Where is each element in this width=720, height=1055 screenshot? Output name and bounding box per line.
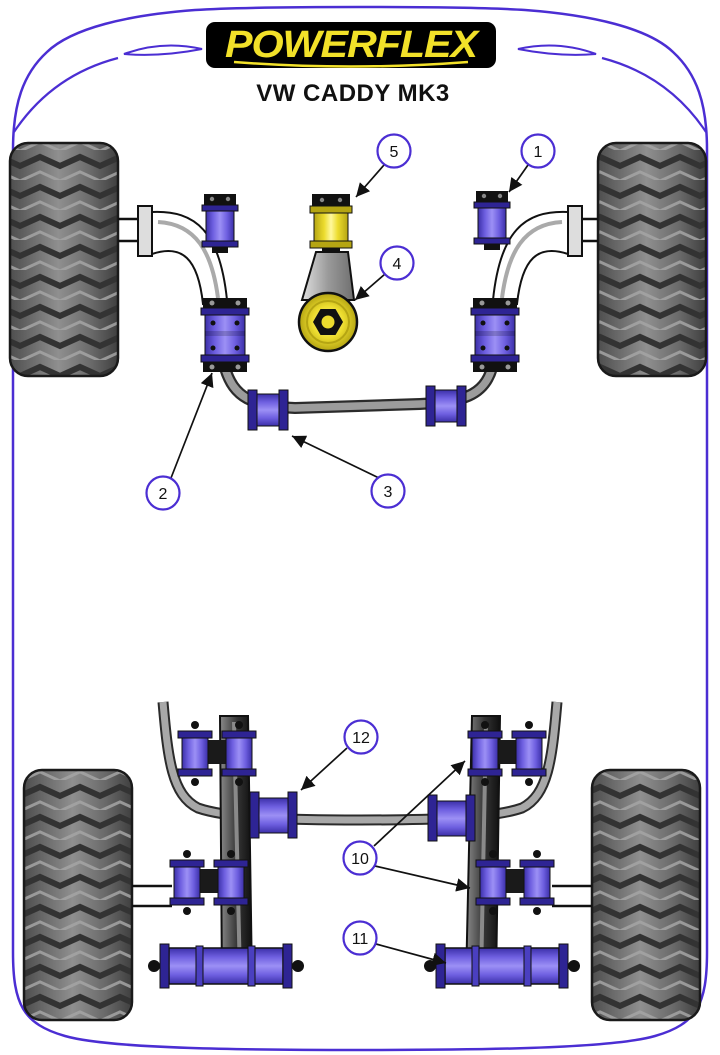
tire-rear-right <box>590 768 702 1022</box>
tire-rear-left <box>22 768 134 1022</box>
front-anti-roll-bar <box>219 366 498 415</box>
rear-middle-bushes-right <box>475 850 555 915</box>
logo-underline-swoosh <box>233 60 469 68</box>
rear-middle-bushes-left <box>169 850 249 915</box>
svg-text:2: 2 <box>159 486 168 503</box>
hood-crease-left <box>13 56 119 133</box>
rear-lower-bush-right <box>424 943 580 989</box>
callout-12[interactable]: 12 <box>300 719 379 791</box>
front-arb-bush-left <box>247 389 289 431</box>
svg-text:4: 4 <box>393 256 402 273</box>
callout-10[interactable]: 10 <box>342 760 471 892</box>
engine-mount-dogbone <box>297 251 359 353</box>
front-lower-bush-left <box>200 298 250 372</box>
headlight-left <box>123 44 203 56</box>
car-body-outline <box>11 5 709 1052</box>
front-upper-bush-right <box>473 191 511 250</box>
svg-text:10: 10 <box>351 851 369 868</box>
rear-arb-bush-right <box>427 794 476 842</box>
rear-lower-bush-left <box>148 943 304 989</box>
headlight-right <box>517 44 597 56</box>
callout-4[interactable]: 4 <box>354 245 415 301</box>
callout-3[interactable]: 3 <box>291 435 406 509</box>
front-left-control-arm <box>118 205 229 306</box>
logo-text: POWERFLEX <box>225 24 481 66</box>
svg-text:12: 12 <box>352 730 370 747</box>
front-suspension <box>118 191 598 431</box>
model-title: VW CADDY MK3 <box>256 80 450 107</box>
svg-text:1: 1 <box>534 144 543 161</box>
powerflex-logo: POWERFLEX <box>206 22 496 68</box>
logo-background <box>206 22 496 68</box>
svg-text:5: 5 <box>390 144 399 161</box>
tire-front-right <box>596 141 708 378</box>
engine-mount-small-bush <box>309 194 353 255</box>
rear-axle-stub-right <box>552 884 592 908</box>
rear-upper-bushes-left <box>177 721 257 786</box>
rear-upper-bushes-right <box>467 721 547 786</box>
svg-text:3: 3 <box>384 484 393 501</box>
callout-11[interactable]: 11 <box>342 920 447 967</box>
rear-arb-bush-left <box>249 791 298 839</box>
callout-1[interactable]: 1 <box>508 133 556 193</box>
front-lower-bush-right <box>470 298 520 372</box>
body-outline-path <box>11 5 709 1052</box>
callout-2[interactable]: 2 <box>145 372 214 511</box>
svg-text:11: 11 <box>352 931 369 948</box>
rear-anti-roll-bar <box>157 701 563 826</box>
callout-5[interactable]: 5 <box>355 133 412 198</box>
front-upper-bush-left <box>201 194 239 253</box>
front-arb-bush-right <box>425 385 467 427</box>
rear-axle-stub-left <box>132 884 172 908</box>
rear-suspension <box>132 701 592 989</box>
hood-crease-right <box>601 56 707 133</box>
tire-front-left <box>8 141 120 378</box>
